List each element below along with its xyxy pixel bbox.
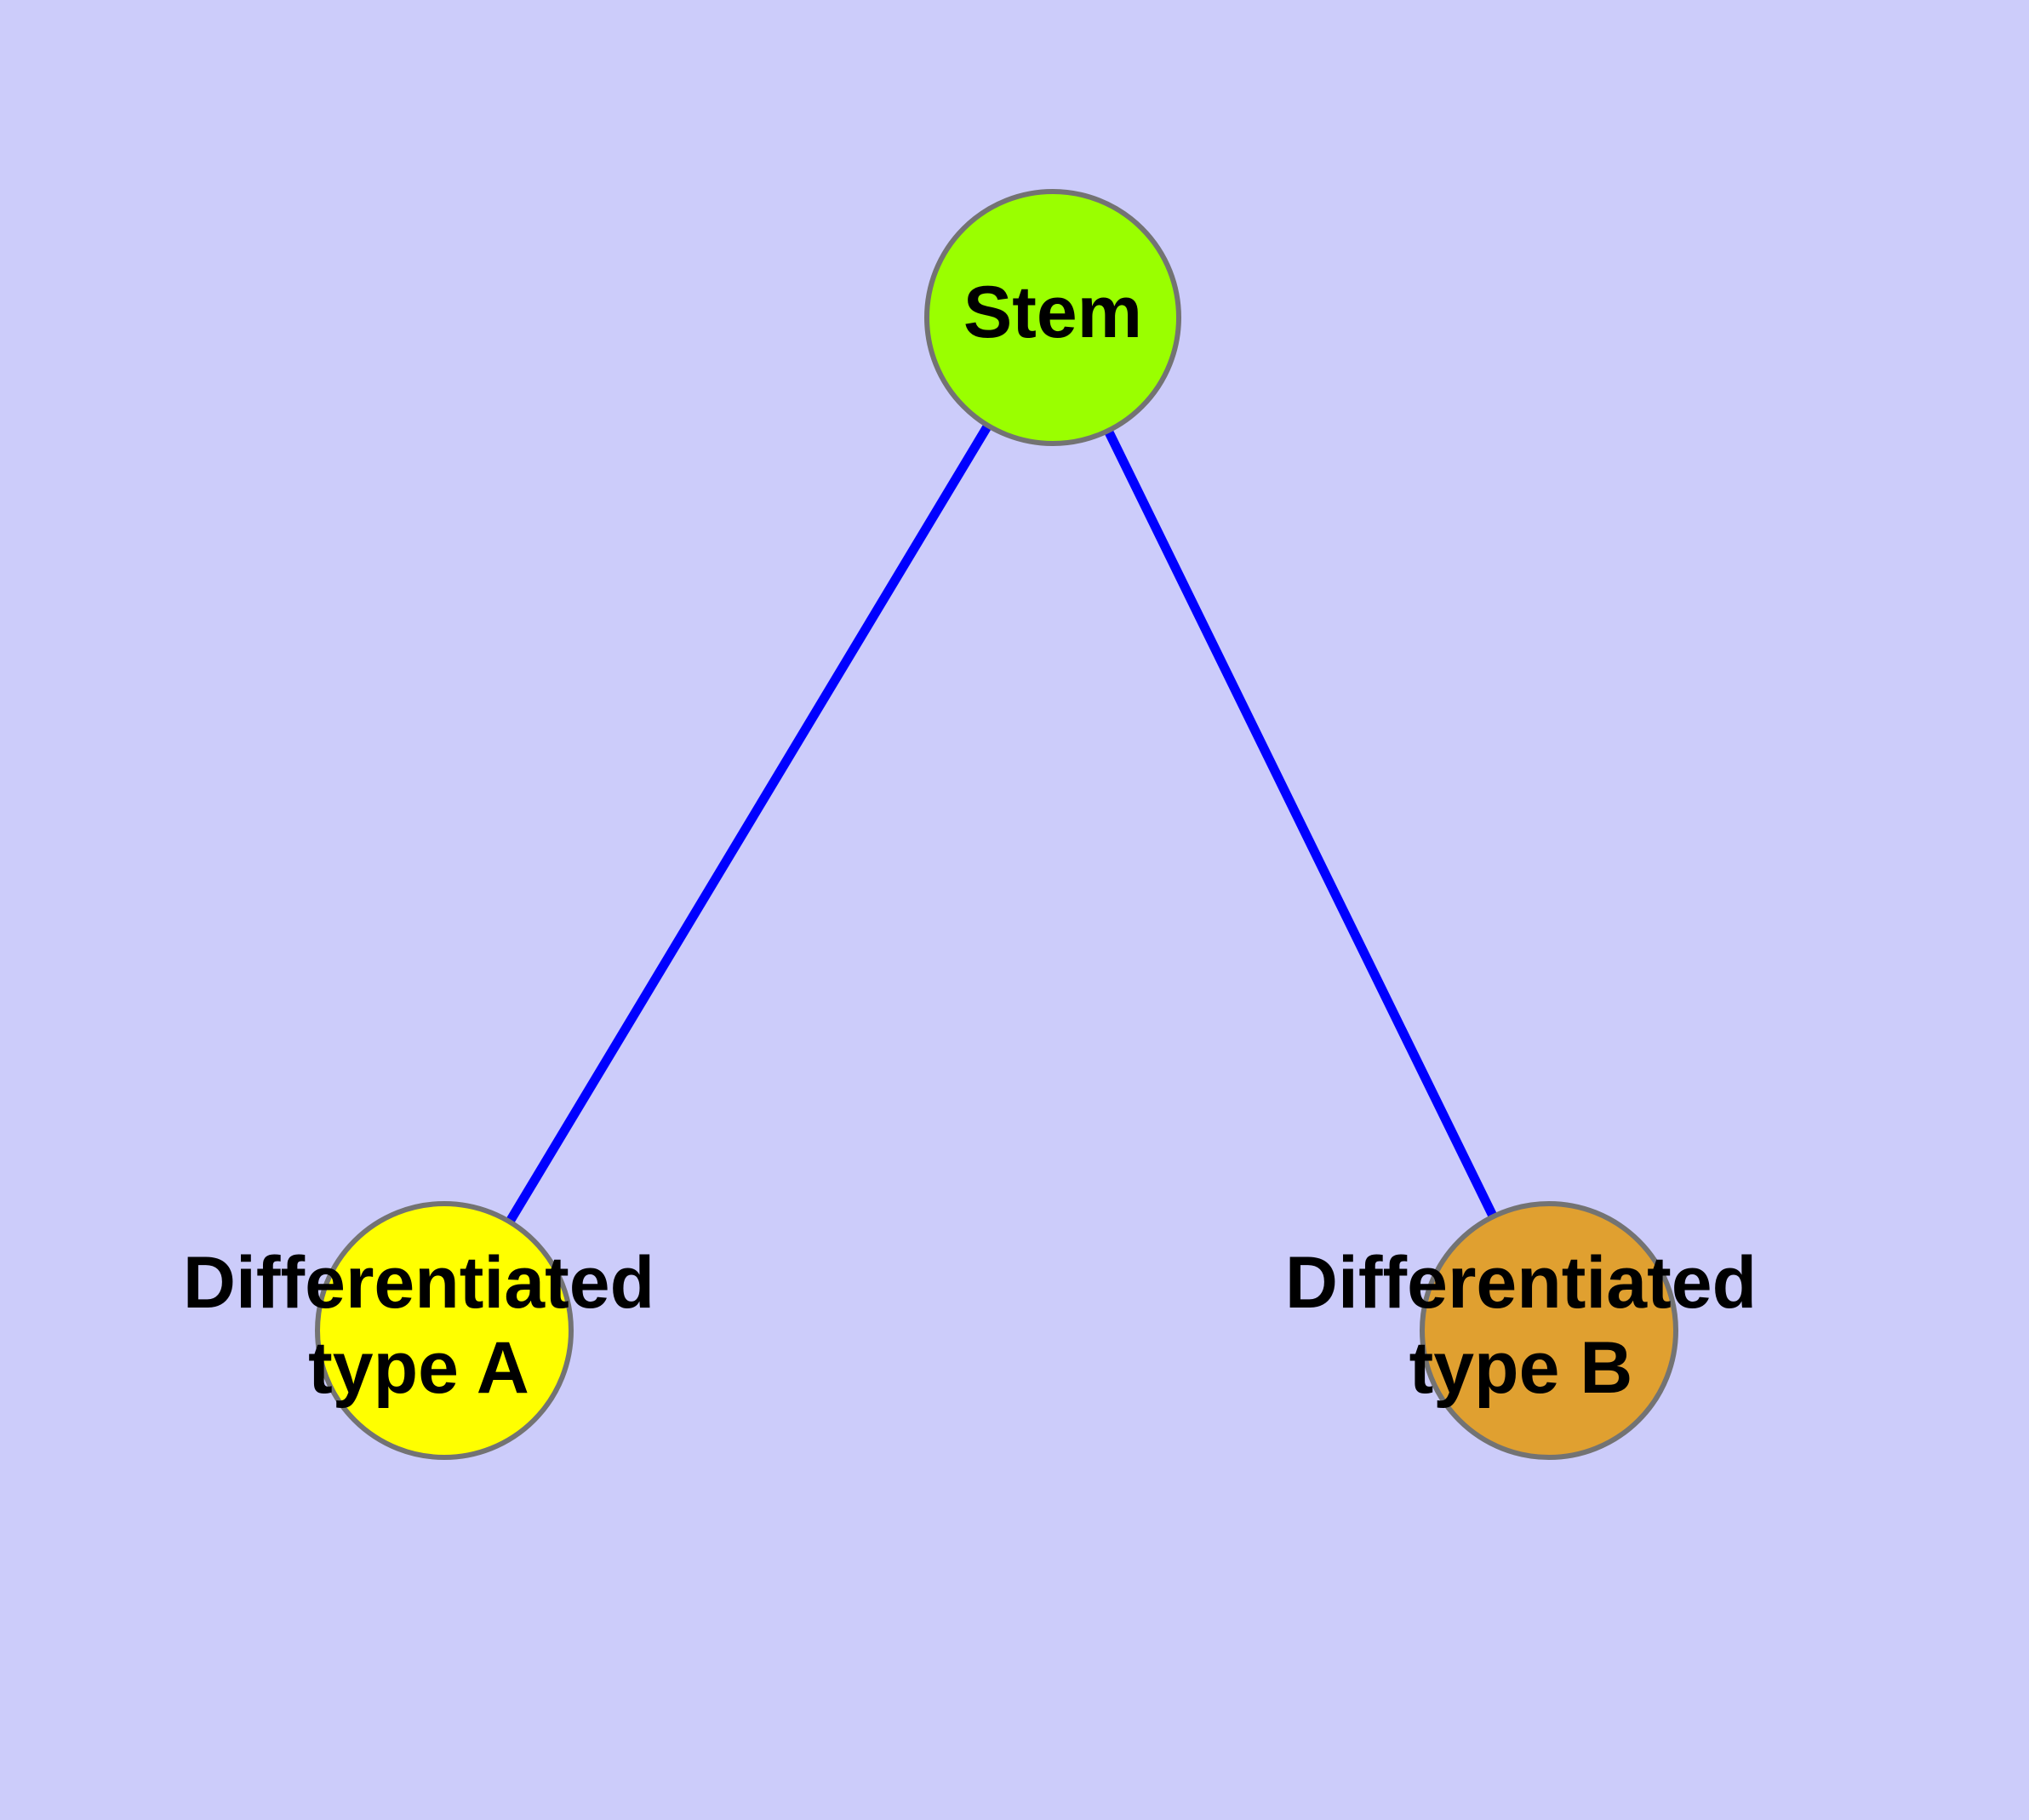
node-circle-diff_b[interactable] — [1420, 1201, 1678, 1460]
node-label-line: Stem — [963, 272, 1142, 353]
node-circle-stem[interactable] — [924, 189, 1181, 446]
node-stem[interactable]: Stem — [924, 189, 1181, 446]
node-circle-diff_a[interactable] — [315, 1201, 574, 1460]
node-label-line: type B — [1409, 1327, 1633, 1409]
edge-stem-diff-a[interactable] — [506, 424, 992, 1223]
node-label-line: type A — [308, 1327, 529, 1409]
edges-layer — [506, 424, 1497, 1223]
node-label-stem: Stem — [963, 272, 1142, 353]
node-label-line: Differentiated — [183, 1242, 654, 1324]
node-label-line: Differentiated — [1285, 1242, 1757, 1324]
edge-stem-diff-b[interactable] — [1105, 430, 1497, 1217]
